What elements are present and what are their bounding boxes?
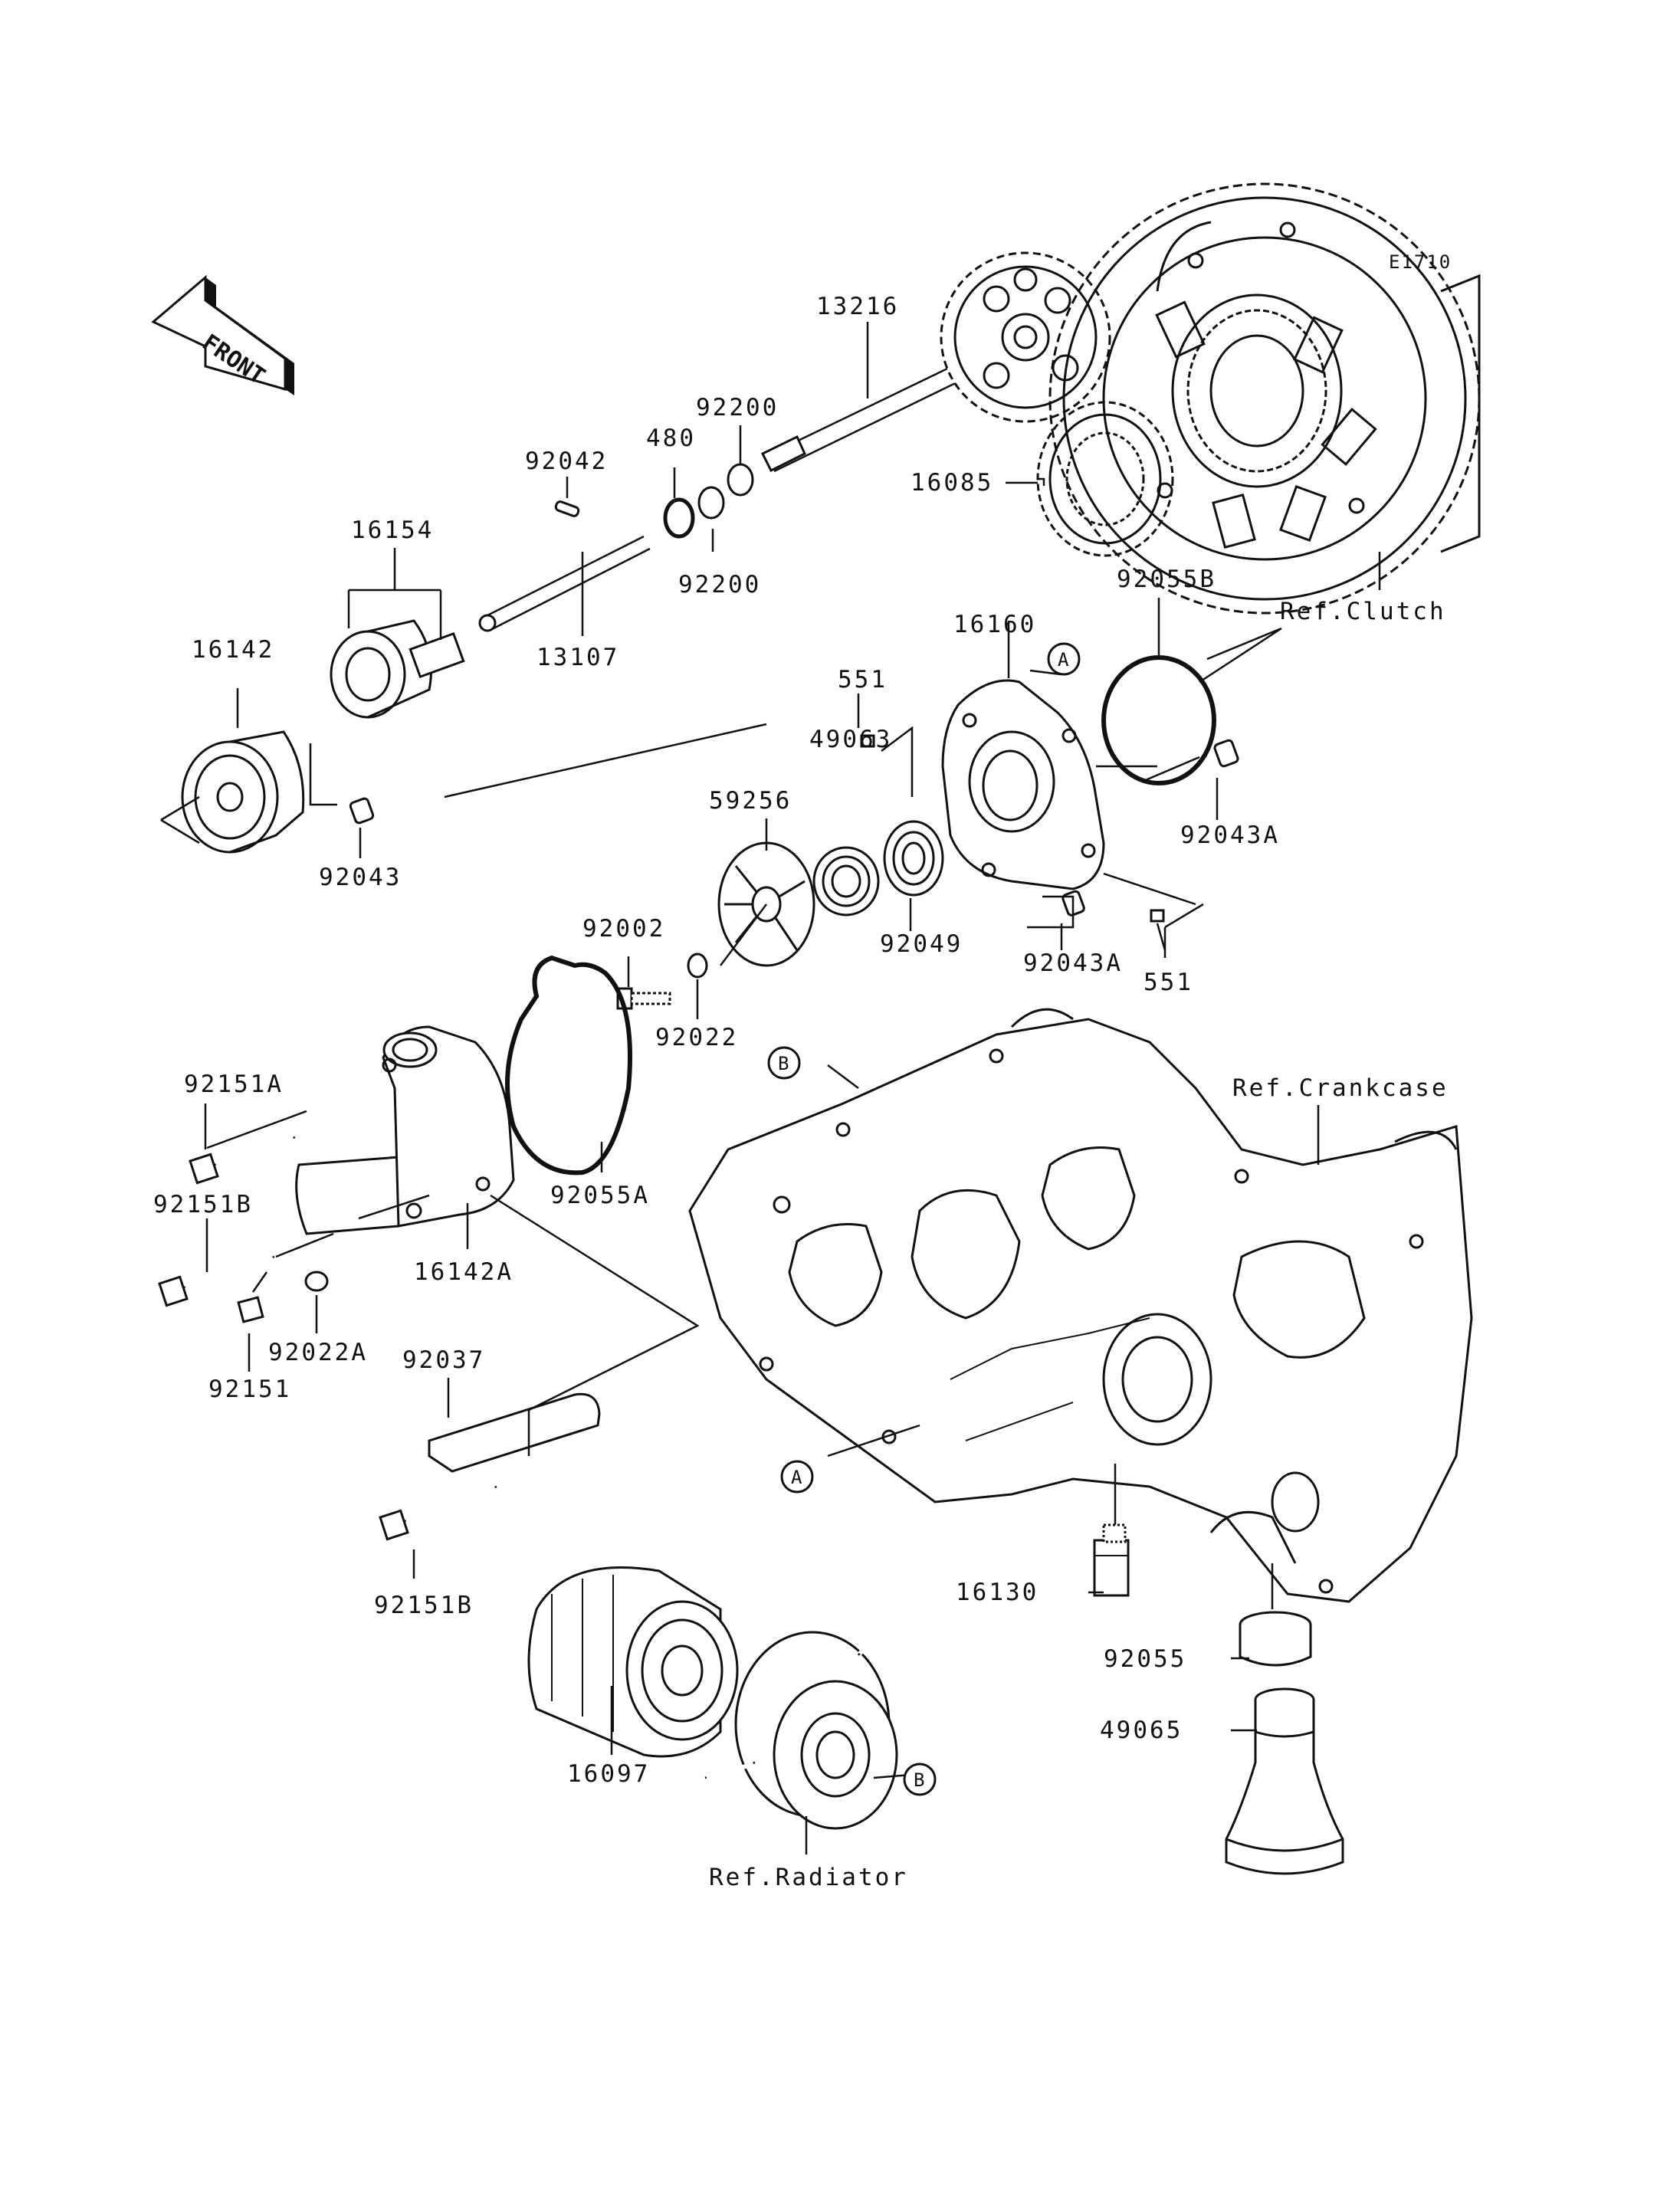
label-ref-radiator: Ref.Radiator: [709, 1864, 908, 1891]
bolt-92151b-upper-part: [158, 1255, 275, 1307]
dowel-92043-part: [349, 797, 375, 825]
pin-551-upper-part: [860, 734, 875, 748]
marker-b-crankcase: B: [767, 1046, 801, 1080]
washer-92022a-part: [304, 1271, 329, 1292]
label-551-upper: 551: [838, 666, 888, 694]
bolt-92151a-part: [189, 1136, 296, 1185]
label-92151b-upper: 92151B: [153, 1191, 253, 1218]
dowel-92043a-upper-part: [1213, 739, 1239, 768]
label-16142a: 16142A: [414, 1258, 514, 1286]
oil-pressure-switch-part: [1093, 1523, 1130, 1597]
bolt-92151b-lower-part: [379, 1485, 497, 1541]
label-92151a: 92151A: [184, 1071, 284, 1098]
label-92200-lower: 92200: [678, 571, 761, 598]
label-13107: 13107: [536, 644, 619, 671]
label-13216: 13216: [816, 293, 899, 320]
label-16097: 16097: [567, 1760, 650, 1788]
label-16142: 16142: [192, 636, 274, 664]
bracket-92037-part: [428, 1392, 601, 1473]
impeller-part: [717, 841, 815, 967]
marker-a-upper: A: [1047, 642, 1081, 676]
label-59256: 59256: [709, 787, 792, 815]
marker-b-cooler: B: [903, 1763, 937, 1796]
label-16154: 16154: [351, 516, 434, 544]
oil-cooler-part: [704, 1576, 922, 1830]
label-ref-clutch: Ref.Clutch: [1280, 598, 1446, 625]
leader-lines: [160, 322, 1381, 1854]
label-92049: 92049: [880, 930, 963, 958]
marker-a-crankcase: A: [780, 1460, 814, 1494]
pin-551-lower-part: [1150, 909, 1165, 923]
svg-text:A: A: [1058, 649, 1069, 671]
label-49065: 49065: [1100, 1717, 1183, 1744]
mechanical-seal-part: [812, 846, 880, 917]
oil-screen-seal-part: [1239, 1611, 1312, 1667]
label-92151b-lower: 92151B: [374, 1592, 474, 1619]
svg-text:B: B: [778, 1053, 789, 1074]
label-92002: 92002: [582, 915, 665, 943]
label-92043a-lower: 92043A: [1023, 949, 1123, 977]
crankcase-part: [688, 1008, 1473, 1603]
pump-cover-part: [941, 679, 1105, 890]
o-ring-92055b-part: [1101, 655, 1216, 785]
label-ref-crankcase: Ref.Crankcase: [1232, 1074, 1449, 1102]
label-49063: 49063: [809, 726, 892, 753]
o-ring-92055a-part: [505, 955, 632, 1176]
label-551-lower: 551: [1144, 969, 1193, 996]
label-92200-upper: 92200: [696, 394, 779, 421]
label-92151: 92151: [208, 1376, 291, 1403]
bearing-part: [883, 820, 944, 897]
label-16130: 16130: [956, 1579, 1039, 1606]
oil-filter-part: [527, 1566, 739, 1758]
pump-rotor-outer-part: [181, 730, 305, 854]
svg-text:A: A: [791, 1467, 802, 1488]
label-92055a: 92055A: [550, 1182, 650, 1209]
label-92037: 92037: [402, 1346, 485, 1374]
label-92022: 92022: [655, 1024, 738, 1051]
front-arrow-icon: FRONT: [151, 274, 294, 395]
label-92043: 92043: [319, 864, 402, 891]
washer-92022-part: [687, 953, 708, 979]
clutch-housing-part: [1048, 182, 1481, 615]
snap-ring-480-part: [663, 497, 695, 539]
washer-92200-upper-part: [727, 463, 754, 497]
label-92055: 92055: [1104, 1645, 1186, 1673]
label-92055b: 92055B: [1117, 566, 1216, 593]
pump-shaft-part: [409, 535, 651, 679]
label-16160: 16160: [953, 611, 1036, 638]
oil-screen-part: [1225, 1687, 1344, 1875]
diagram-code: E1710: [1389, 251, 1452, 273]
label-92022a: 92022A: [268, 1339, 368, 1366]
bolt-92151-part: [237, 1271, 268, 1323]
pin-92042-part: [554, 500, 580, 517]
washer-92200-lower-part: [697, 486, 725, 520]
svg-text:B: B: [914, 1769, 924, 1791]
label-92042: 92042: [525, 448, 608, 475]
label-16085: 16085: [911, 469, 993, 497]
pump-rotor-inner-part: [330, 619, 432, 719]
driven-gear-shaft-part: [760, 251, 1111, 473]
label-480: 480: [646, 425, 696, 452]
label-92043a-upper: 92043A: [1180, 821, 1280, 849]
